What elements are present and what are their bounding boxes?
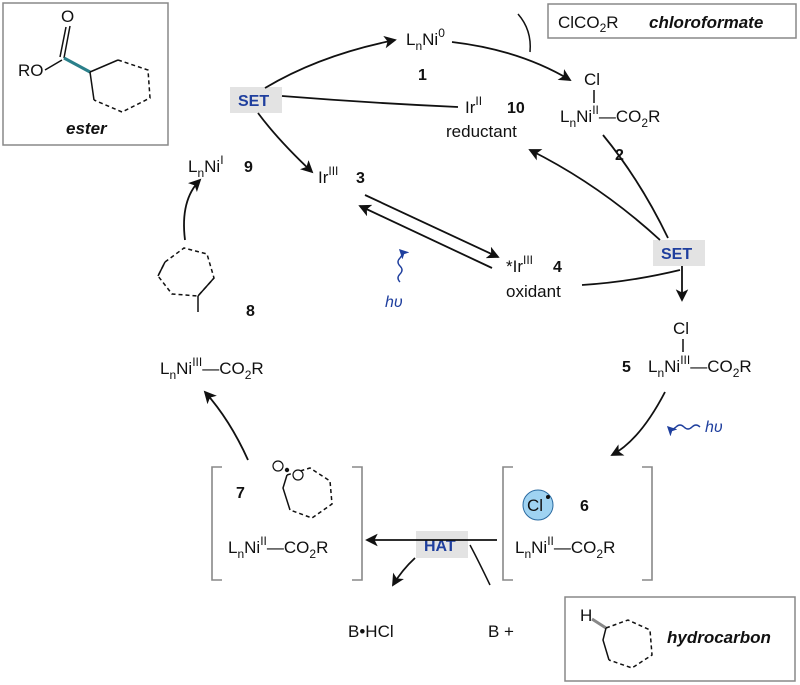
arrow-5-to-6 — [610, 391, 666, 456]
species-4: *IrIII 4 oxidant — [506, 253, 562, 301]
hydrocarbon-h: H — [580, 606, 592, 625]
svg-text:LnNi0: LnNi0 — [406, 26, 445, 53]
join-hydrocarbon — [469, 544, 491, 586]
species-6-cl: Cl — [527, 496, 543, 515]
chloroformate-join — [517, 13, 531, 53]
species-2-cl: Cl — [584, 70, 600, 89]
species-5-number: 5 — [622, 359, 631, 376]
hydrocarbon-box: H hydrocarbon — [564, 596, 796, 682]
arrow-set-to-irii — [528, 149, 661, 241]
species-5: Cl LnNiIII—CO2R 5 — [622, 319, 752, 380]
species-3-number: 3 — [356, 170, 365, 187]
light-input-center: hυ — [385, 248, 410, 311]
light-input-right: hυ — [666, 419, 723, 437]
svg-text:IrIII: IrIII — [318, 164, 338, 187]
ester-box: RO O ester — [2, 2, 169, 146]
arrow-irii-to-set — [281, 95, 459, 108]
species-5-cl: Cl — [673, 319, 689, 338]
species-1-number: 1 — [418, 67, 427, 84]
species-10-role: reductant — [446, 122, 517, 141]
species-7-number: 7 — [236, 485, 245, 502]
hv-label-right: hυ — [705, 419, 723, 436]
svg-text:O: O — [61, 7, 74, 26]
bhcl-label: B•HCl — [348, 622, 394, 641]
svg-text:LnNiII—CO2R: LnNiII—CO2R — [560, 103, 660, 130]
arrow-4-to-set — [581, 269, 681, 286]
species-10-number: 10 — [507, 100, 525, 117]
chloroformate-formula: ClCO2R — [558, 13, 619, 35]
svg-text:*IrIII: *IrIII — [506, 253, 533, 276]
svg-text:LnNiII—CO2R: LnNiII—CO2R — [515, 534, 615, 561]
set-badge-left: SET — [230, 87, 282, 113]
species-9: LnNiI 9 — [188, 153, 253, 180]
set-label-left: SET — [238, 93, 269, 110]
species-8: 8 LnNiIII—CO2R — [157, 247, 264, 382]
chloroformate-box: ClCO2R chloroformate — [547, 3, 797, 39]
hat-label: HAT — [424, 538, 456, 555]
chloroformate-label: chloroformate — [649, 13, 763, 32]
ester-label: ester — [66, 119, 108, 138]
svg-text:LnNiI: LnNiI — [188, 153, 224, 180]
arrow-4-to-3 — [358, 204, 493, 269]
species-6: Cl 6 LnNiII—CO2R — [502, 466, 653, 581]
species-6-number: 6 — [580, 498, 589, 515]
arrow-7-to-8 — [203, 390, 249, 461]
species-8-number: 8 — [246, 303, 255, 320]
species-1: LnNi0 1 — [406, 26, 445, 84]
svg-text:IrII: IrII — [465, 94, 482, 117]
arrow-2-to-set — [602, 134, 669, 239]
set-badge-right: SET — [653, 240, 705, 266]
species-4-role: oxidant — [506, 282, 561, 301]
svg-text:LnNiII—CO2R: LnNiII—CO2R — [228, 534, 328, 561]
arrow-set-to-ni0 — [264, 35, 397, 89]
hat-badge: HAT — [416, 531, 468, 558]
hv-label-center: hυ — [385, 294, 403, 311]
species-3: IrIII 3 — [318, 164, 365, 187]
hydrocarbon-label: hydrocarbon — [667, 628, 771, 647]
species-9-number: 9 — [244, 159, 253, 176]
set-label-right: SET — [661, 246, 692, 263]
species-4-number: 4 — [553, 259, 562, 276]
svg-text:LnNiIII—CO2R: LnNiIII—CO2R — [648, 353, 752, 380]
base-plus-label: B + — [488, 622, 514, 641]
chlorine-radical — [522, 489, 554, 521]
svg-text:LnNiIII—CO2R: LnNiIII—CO2R — [160, 355, 264, 382]
arrow-3-to-4 — [364, 194, 500, 259]
arrow-set-to-iriii — [257, 112, 314, 174]
species-7: 7 LnNiII—CO2R — [211, 460, 363, 581]
arrow-ni0-to-2 — [451, 41, 572, 81]
arrow-to-bhcl — [392, 557, 416, 587]
arrow-8-to-9 — [183, 178, 202, 241]
ester-ro: RO — [18, 61, 44, 80]
species-10: IrII 10 reductant — [446, 94, 525, 141]
species-2: Cl LnNiII—CO2R 2 — [560, 70, 660, 164]
